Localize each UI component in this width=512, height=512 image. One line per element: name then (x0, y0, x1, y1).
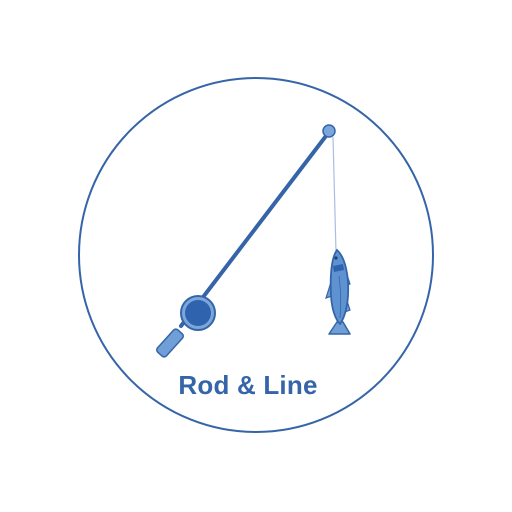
fishing-rod-icon (155, 124, 336, 358)
fishing-line (332, 136, 337, 253)
rod-tip (322, 124, 336, 138)
reel-icon (180, 295, 216, 331)
logo-title: Rod & Line (178, 370, 318, 400)
rod-handle (155, 328, 185, 358)
rod-shaft (179, 130, 331, 328)
emblem-ring (78, 77, 434, 433)
fish-icon (325, 248, 351, 335)
